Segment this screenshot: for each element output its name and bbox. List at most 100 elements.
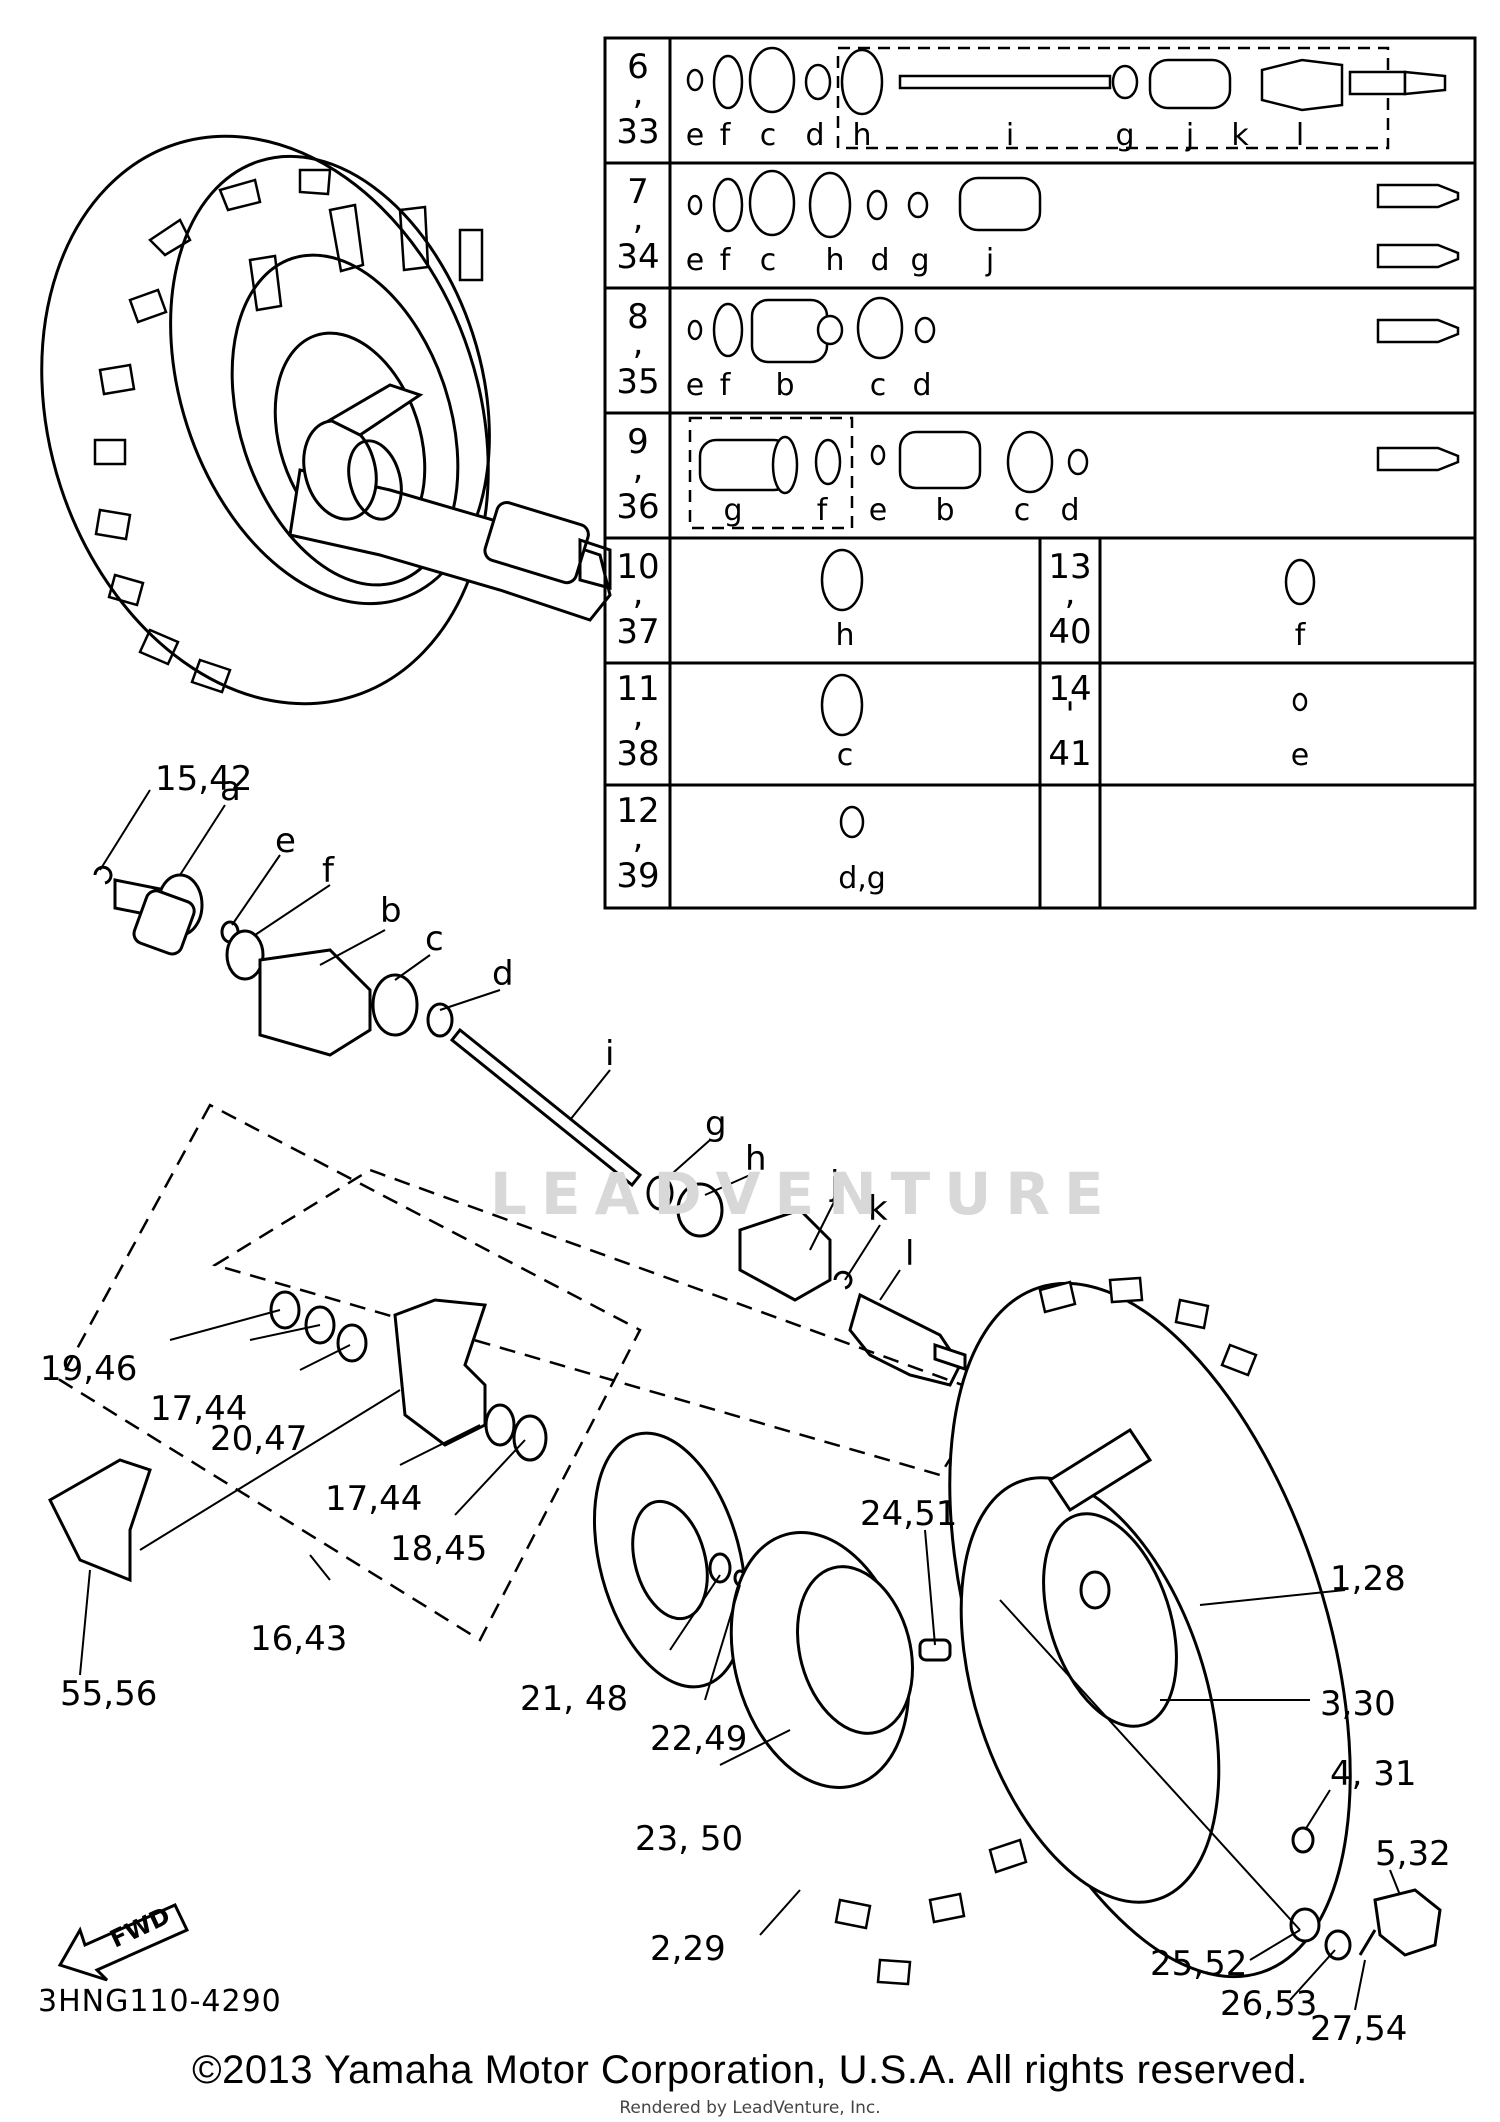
- callout-3-30: 3,30: [1320, 1684, 1396, 1724]
- callout-2-29: 2,29: [650, 1929, 726, 1969]
- table-row1-letter: l: [1296, 118, 1304, 153]
- table-row4-letter: f: [817, 493, 829, 528]
- table-row2-num-a: 7: [627, 172, 649, 212]
- parts-table: 6 , 33 7 , 34 8 , 35 9 , 36 10 , 37 13 ,…: [603, 36, 1477, 910]
- table-row5-letter2: f: [1295, 618, 1307, 653]
- callout-20-47: 20,47: [210, 1419, 307, 1459]
- rendered-by-notice: Rendered by LeadVenture, Inc.: [619, 2098, 881, 2118]
- table-row6-num2-a: 14: [1048, 669, 1091, 709]
- wheel-hardware: [1289, 1826, 1442, 1961]
- table-row5-num-sep: ,: [633, 573, 644, 613]
- table-row2-num-sep: ,: [633, 198, 644, 238]
- table-row2-letter: c: [760, 243, 777, 278]
- table-row4-letter: c: [1014, 493, 1031, 528]
- callout-17-44a: 17,44: [150, 1389, 247, 1429]
- bottom-wheel: [834, 1276, 1352, 1986]
- table-row6-num-sep: ,: [633, 695, 644, 735]
- callout-4-31: 4, 31: [1330, 1754, 1417, 1794]
- callout-i: i: [605, 1034, 614, 1074]
- callout-h: h: [745, 1139, 767, 1179]
- table-row1-letter: g: [1115, 118, 1134, 153]
- table-row4-letter: d: [1060, 493, 1079, 528]
- callout-26-53: 26,53: [1220, 1984, 1317, 2024]
- table-row5-num-b: 37: [616, 612, 659, 652]
- table-row3-num-a: 8: [627, 297, 649, 337]
- table-row4-letter: g: [723, 493, 742, 528]
- callout-c: c: [425, 919, 444, 959]
- callout-d: d: [492, 954, 514, 994]
- table-row2-letter: g: [910, 243, 929, 278]
- table-row5-num2-sep: ,: [1065, 573, 1076, 613]
- table-row1-letter: c: [760, 118, 777, 153]
- callout-5-32: 5,32: [1375, 1834, 1451, 1874]
- copyright-notice: ©2013 Yamaha Motor Corporation, U.S.A. A…: [192, 2048, 1308, 2092]
- table-row5-num-a: 10: [616, 547, 659, 587]
- table-row1-num-a: 6: [627, 47, 649, 87]
- table-row6-num-a: 11: [616, 669, 659, 709]
- table-row7-num-b: 39: [616, 856, 659, 896]
- table-row5-letter: h: [835, 618, 854, 653]
- callout-j: j: [829, 1164, 839, 1204]
- top-wheel-assembly: [40, 134, 612, 706]
- table-row3-letter: f: [720, 368, 732, 403]
- callout-15-42: 15,42: [155, 759, 252, 799]
- callout-b: b: [380, 891, 402, 931]
- table-row7-letter: d,g: [838, 861, 886, 896]
- table-row2-letter: j: [985, 243, 994, 278]
- callout-21-48: 21, 48: [520, 1679, 628, 1719]
- part-code: 3HNG110-4290: [38, 1984, 282, 2019]
- callout-17-44b: 17,44: [325, 1479, 422, 1519]
- callout-25-52: 25,52: [1150, 1944, 1247, 1984]
- table-row6-letter2: e: [1291, 738, 1309, 773]
- table-row4-num-a: 9: [627, 422, 649, 462]
- table-row1-letter: i: [1006, 118, 1014, 153]
- table-row3-letter: d: [912, 368, 931, 403]
- table-row7-num-sep: ,: [633, 817, 644, 857]
- callout-24-51: 24,51: [860, 1494, 957, 1534]
- table-row3-letter: b: [775, 368, 794, 403]
- table-row1-num-b: 33: [616, 112, 659, 152]
- table-row3-letter: c: [870, 368, 887, 403]
- steering-knuckle: [48, 1290, 548, 1583]
- table-row1-letter: h: [852, 118, 871, 153]
- table-row3-letter: e: [686, 368, 704, 403]
- table-row6-num2-sep: ': [1065, 695, 1074, 735]
- table-row1-num-sep: ,: [633, 73, 644, 113]
- brake-hub: [592, 1431, 952, 1789]
- table-row2-letter: e: [686, 243, 704, 278]
- table-row1-letter: k: [1231, 118, 1249, 153]
- exploded-shaft: [93, 865, 967, 1387]
- watermark: LEADVENTURE: [490, 1160, 1118, 1228]
- callout-27-54: 27,54: [1310, 2009, 1407, 2049]
- callout-g: g: [705, 1104, 727, 1144]
- callout-16-43: 16,43: [250, 1619, 347, 1659]
- table-row3-num-b: 35: [616, 362, 659, 402]
- table-row1-letter: d: [805, 118, 824, 153]
- leader-lines: [79, 789, 1401, 2011]
- table-row2-letter: f: [720, 243, 732, 278]
- callout-1-28: 1,28: [1330, 1559, 1406, 1599]
- callout-22-49: 22,49: [650, 1719, 747, 1759]
- table-row2-num-b: 34: [616, 237, 659, 277]
- table-row4-letter: e: [869, 493, 887, 528]
- table-row1-letter: e: [686, 118, 704, 153]
- table-row2-letter: h: [825, 243, 844, 278]
- table-row4-letter: b: [935, 493, 954, 528]
- fwd-arrow-icon: FWD: [57, 1902, 190, 1982]
- callout-19-46: 19,46: [40, 1349, 137, 1389]
- table-row7-num-a: 12: [616, 791, 659, 831]
- table-row4-num-sep: ,: [633, 448, 644, 488]
- table-row3-num-sep: ,: [633, 323, 644, 363]
- table-row5-num2-b: 40: [1048, 612, 1091, 652]
- table-row5-num2-a: 13: [1048, 547, 1091, 587]
- callout-18-45: 18,45: [390, 1529, 487, 1569]
- callout-23-50: 23, 50: [635, 1819, 743, 1859]
- table-row1-letter: f: [720, 118, 732, 153]
- table-row6-num-b: 38: [616, 734, 659, 774]
- callout-l: l: [905, 1234, 914, 1274]
- callout-k: k: [868, 1189, 888, 1229]
- callout-55-56: 55,56: [60, 1674, 157, 1714]
- callout-f: f: [322, 851, 335, 891]
- callout-e: e: [275, 821, 296, 861]
